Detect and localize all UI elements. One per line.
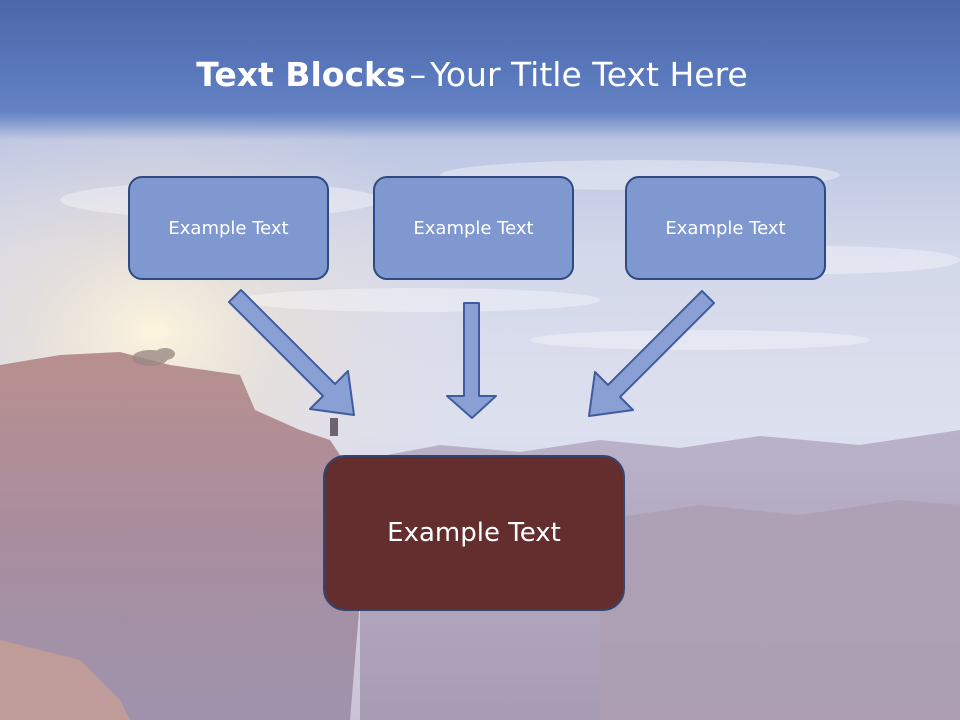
arrow-middle-down xyxy=(446,302,497,419)
title-dash: – xyxy=(409,55,427,94)
title-rest: Your Title Text Here xyxy=(430,55,748,94)
slide-title: Text Blocks–Your Title Text Here xyxy=(0,52,944,98)
target-text-block[interactable]: Example Text xyxy=(323,455,625,611)
text-block-1-label: Example Text xyxy=(168,217,289,239)
text-block-2[interactable]: Example Text xyxy=(373,176,574,280)
title-band xyxy=(0,0,960,140)
text-block-3[interactable]: Example Text xyxy=(625,176,826,280)
text-block-2-label: Example Text xyxy=(413,217,534,239)
title-bold: Text Blocks xyxy=(196,55,406,94)
arrow-left-to-center xyxy=(228,289,355,416)
target-text-block-label: Example Text xyxy=(387,518,561,548)
text-block-1[interactable]: Example Text xyxy=(128,176,329,280)
text-block-3-label: Example Text xyxy=(665,217,786,239)
arrow-right-to-center xyxy=(588,290,715,417)
